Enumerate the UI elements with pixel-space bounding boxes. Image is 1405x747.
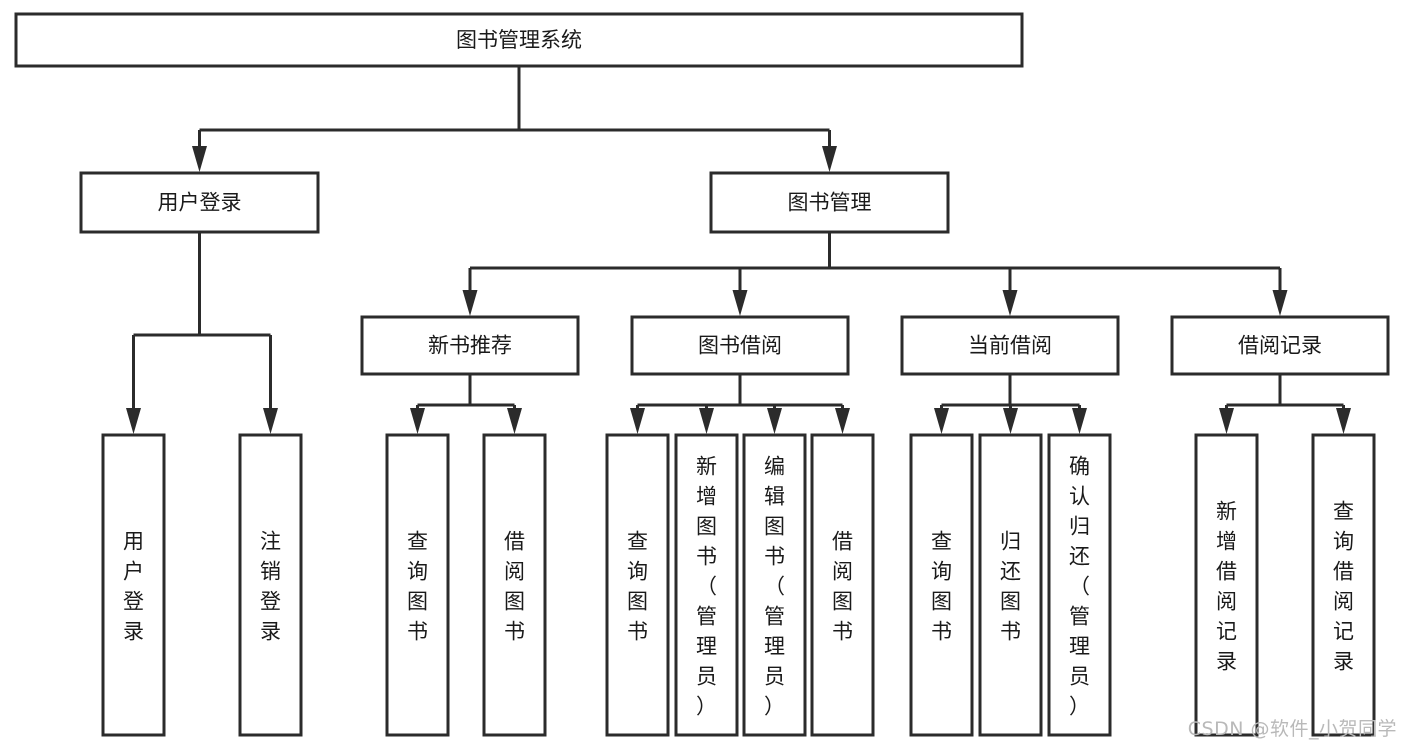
node-label-user-login: 用户登录	[158, 191, 242, 215]
node-box-leaf-borrow-book[interactable]	[810, 433, 875, 737]
node-label-leaf-query-book-cur: 查询图书	[931, 529, 952, 643]
connector-group-root	[192, 66, 837, 172]
node-label-leaf-user-logout: 注销登录	[260, 529, 281, 643]
node-current-borrow[interactable]: 当前借阅	[900, 315, 1120, 376]
node-box-current-borrow[interactable]	[900, 315, 1120, 376]
connector-group-book-manage	[462, 232, 1288, 316]
node-user-login[interactable]: 用户登录	[79, 171, 320, 234]
node-label-leaf-return-book: 归还图书	[1000, 529, 1021, 643]
node-book-borrow[interactable]: 图书借阅	[630, 315, 850, 376]
node-label-leaf-confirm-return: 确认归还（管理员）	[1069, 454, 1090, 718]
node-leaf-user-login[interactable]: 用户登录	[101, 433, 166, 737]
connector-group-user-login	[126, 232, 278, 434]
node-leaf-edit-book[interactable]: 编辑图书（管理员）	[742, 433, 807, 737]
node-box-leaf-query-book-rec[interactable]	[385, 433, 450, 737]
node-label-leaf-borrow-book-rec: 借阅图书	[504, 529, 525, 643]
node-leaf-query-book-borrow[interactable]: 查询图书	[605, 433, 670, 737]
node-box-leaf-query-book-cur[interactable]	[909, 433, 974, 737]
node-label-current-borrow: 当前借阅	[968, 334, 1052, 358]
node-box-leaf-add-book[interactable]	[674, 433, 739, 737]
connector-group-current-borrow	[934, 374, 1087, 434]
node-box-book-borrow[interactable]	[630, 315, 850, 376]
node-label-leaf-query-book-borrow: 查询图书	[627, 529, 648, 643]
connector-group-new-book-recommend	[410, 374, 522, 434]
node-label-leaf-add-record: 新增借阅记录	[1216, 499, 1237, 673]
node-label-book-manage: 图书管理	[788, 191, 872, 215]
node-box-leaf-query-book-borrow[interactable]	[605, 433, 670, 737]
node-box-leaf-edit-book[interactable]	[742, 433, 807, 737]
node-label-root: 图书管理系统	[456, 28, 582, 52]
node-leaf-add-book[interactable]: 新增图书（管理员）	[674, 433, 739, 737]
node-layer: 图书管理系统用户登录图书管理新书推荐图书借阅当前借阅借阅记录用户登录注销登录查询…	[14, 12, 1390, 737]
node-label-book-borrow: 图书借阅	[698, 334, 782, 358]
node-box-book-manage[interactable]	[709, 171, 950, 234]
connector-group-borrow-record	[1219, 374, 1351, 434]
node-box-leaf-user-logout[interactable]	[238, 433, 303, 737]
node-leaf-borrow-book-rec[interactable]: 借阅图书	[482, 433, 547, 737]
node-box-leaf-add-record[interactable]	[1194, 433, 1259, 737]
node-label-new-book-recommend: 新书推荐	[428, 334, 512, 358]
node-leaf-user-logout[interactable]: 注销登录	[238, 433, 303, 737]
connector-layer	[126, 66, 1351, 434]
node-leaf-query-book-rec[interactable]: 查询图书	[385, 433, 450, 737]
node-book-manage[interactable]: 图书管理	[709, 171, 950, 234]
node-box-leaf-borrow-book-rec[interactable]	[482, 433, 547, 737]
node-box-user-login[interactable]	[79, 171, 320, 234]
node-leaf-return-book[interactable]: 归还图书	[978, 433, 1043, 737]
node-box-borrow-record[interactable]	[1170, 315, 1390, 376]
node-new-book-recommend[interactable]: 新书推荐	[360, 315, 580, 376]
node-box-leaf-return-book[interactable]	[978, 433, 1043, 737]
node-box-root[interactable]	[14, 12, 1024, 68]
node-label-leaf-user-login: 用户登录	[123, 529, 144, 643]
node-root[interactable]: 图书管理系统	[14, 12, 1024, 68]
node-leaf-borrow-book[interactable]: 借阅图书	[810, 433, 875, 737]
node-label-leaf-query-book-rec: 查询图书	[407, 529, 428, 643]
node-leaf-query-book-cur[interactable]: 查询图书	[909, 433, 974, 737]
node-leaf-add-record[interactable]: 新增借阅记录	[1194, 433, 1259, 737]
node-label-borrow-record: 借阅记录	[1238, 334, 1322, 358]
node-label-leaf-add-book: 新增图书（管理员）	[696, 454, 717, 718]
node-label-leaf-borrow-book: 借阅图书	[832, 529, 853, 643]
node-leaf-query-record[interactable]: 查询借阅记录	[1311, 433, 1376, 737]
node-box-leaf-query-record[interactable]	[1311, 433, 1376, 737]
node-box-leaf-user-login[interactable]	[101, 433, 166, 737]
node-leaf-confirm-return[interactable]: 确认归还（管理员）	[1047, 433, 1112, 737]
node-box-leaf-confirm-return[interactable]	[1047, 433, 1112, 737]
node-label-leaf-edit-book: 编辑图书（管理员）	[764, 454, 785, 718]
node-borrow-record[interactable]: 借阅记录	[1170, 315, 1390, 376]
node-box-new-book-recommend[interactable]	[360, 315, 580, 376]
node-label-leaf-query-record: 查询借阅记录	[1333, 499, 1354, 673]
connector-group-book-borrow	[630, 374, 850, 434]
